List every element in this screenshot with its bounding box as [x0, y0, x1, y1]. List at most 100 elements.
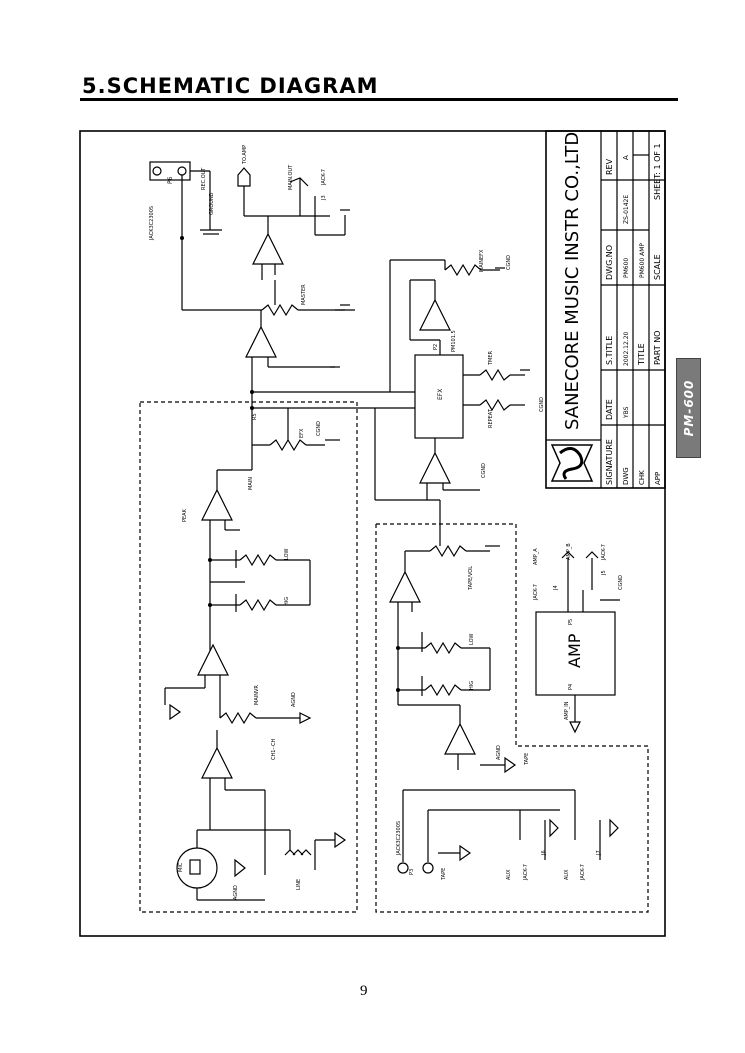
output-section: P6 JACK3C2300S REC.OUT GROUND TO.AMP MAI… — [149, 145, 445, 501]
svg-text:PM600: PM600 — [623, 258, 630, 278]
svg-text:J6: J6 — [541, 850, 547, 856]
model-tab: PM-600 — [676, 358, 701, 458]
svg-text:P3: P3 — [409, 869, 415, 875]
svg-text:GROUND: GROUND — [209, 192, 215, 215]
svg-text:EFX: EFX — [299, 428, 305, 438]
svg-text:DATE: DATE — [605, 399, 614, 420]
svg-text:YBS: YBS — [623, 406, 630, 419]
svg-text:MAINVR: MAINVR — [254, 685, 260, 705]
svg-text:ZS-0142E: ZS-0142E — [623, 195, 630, 224]
svg-text:PEAK: PEAK — [182, 508, 188, 522]
svg-text:JACK-7: JACK-7 — [533, 584, 539, 601]
svg-text:CGND: CGND — [618, 575, 624, 590]
svg-text:JACK-7: JACK-7 — [601, 544, 607, 561]
opamp-main — [245, 325, 277, 358]
svg-text:JACK3C2300S: JACK3C2300S — [149, 206, 155, 241]
svg-text:EFX: EFX — [437, 389, 444, 400]
svg-text:MIC: MIC — [178, 862, 184, 872]
svg-text:P4: P4 — [568, 684, 574, 690]
opamp-mid — [197, 643, 229, 676]
svg-text:S.TITLE: S.TITLE — [605, 336, 614, 365]
svg-text:CH1--CH: CH1--CH — [271, 738, 277, 760]
opamp-efx-top — [419, 298, 451, 331]
svg-text:A: A — [622, 155, 630, 160]
section-heading: 5.SCHEMATIC DIAGRAM — [82, 74, 379, 98]
svg-text:CGND: CGND — [481, 463, 487, 478]
title-block: SANECORE MUSIC INSTR CO.,LTD SIGNATURE D… — [545, 130, 666, 489]
svg-text:DWG: DWG — [622, 467, 630, 485]
svg-text:P2: P2 — [433, 344, 439, 350]
svg-text:JACK-7: JACK-7 — [523, 864, 529, 881]
svg-text:LOW: LOW — [284, 548, 290, 560]
svg-text:REC.OUT: REC.OUT — [201, 167, 207, 190]
svg-text:J7: J7 — [596, 850, 602, 856]
company-name: SANECORE MUSIC INSTR CO.,LTD — [562, 132, 583, 430]
opamp-efx-bottom — [419, 451, 451, 484]
svg-text:LOW: LOW — [469, 633, 475, 645]
mic-channel: PEAK MAIN LOW HIG MAINVR AGND CH1 — [164, 469, 347, 901]
svg-text:PART NO: PART NO — [653, 331, 662, 365]
svg-text:PM101.5: PM101.5 — [451, 330, 457, 352]
svg-text:TMER: TMER — [488, 350, 494, 366]
svg-text:CGND: CGND — [539, 397, 545, 412]
svg-text:P6: P6 — [167, 176, 174, 184]
svg-text:AGND: AGND — [233, 885, 239, 900]
svg-text:MASTER: MASTER — [301, 284, 307, 305]
opamp-tape — [389, 570, 421, 603]
svg-text:TO.AMP: TO.AMP — [242, 145, 248, 165]
efx-section: EFX P2 PM101.5 MAINEFX CGND TMER REPEAT … — [409, 249, 545, 500]
svg-text:CGND: CGND — [316, 421, 322, 436]
svg-text:JACK3C2300S: JACK3C2300S — [396, 821, 402, 856]
svg-text:AGND: AGND — [291, 692, 297, 707]
svg-text:TAPE: TAPE — [524, 753, 530, 766]
svg-text:TAPE/VOL: TAPE/VOL — [468, 566, 474, 591]
svg-text:SHEET: 1 OF 1: SHEET: 1 OF 1 — [653, 143, 662, 200]
svg-text:P5: P5 — [568, 619, 574, 625]
svg-text:AMP_B: AMP_B — [566, 543, 572, 560]
page-number: 9 — [360, 983, 368, 999]
svg-text:CHK: CHK — [638, 470, 646, 485]
svg-text:REPEAT: REPEAT — [488, 408, 494, 428]
opamp-tape-input — [444, 722, 476, 755]
mic-channel-box — [139, 401, 358, 913]
svg-text:AMP_A: AMP_A — [533, 548, 539, 565]
svg-text:AUX: AUX — [506, 869, 512, 880]
heading-rule — [80, 98, 678, 101]
svg-text:J4: J4 — [553, 585, 559, 591]
opamp-input — [201, 746, 233, 779]
svg-text:MAINEFX: MAINEFX — [479, 249, 485, 272]
svg-text:AMP: AMP — [565, 633, 584, 668]
svg-text:TAPE: TAPE — [441, 868, 447, 881]
efx-module — [414, 354, 464, 439]
svg-text:J5: J5 — [601, 570, 607, 576]
svg-text:MAIN: MAIN — [248, 477, 254, 490]
svg-text:SCALE: SCALE — [653, 254, 662, 280]
opamp-peak — [201, 488, 233, 521]
svg-text:AUX: AUX — [564, 869, 570, 880]
svg-text:CGND: CGND — [506, 255, 512, 270]
svg-text:JACK-7: JACK-7 — [580, 864, 586, 881]
svg-text:SIGNATURE: SIGNATURE — [605, 439, 614, 485]
svg-text:R5: R5 — [252, 413, 258, 420]
svg-text:APP: APP — [654, 472, 662, 485]
svg-text:AMP_IN: AMP_IN — [564, 701, 570, 720]
company-logo — [550, 444, 594, 482]
amp-module: AMP P5 P4 AMP_IN AMP_A AMP_B JACK-7 J4 J… — [533, 543, 624, 734]
svg-text:PM600 AMP: PM600 AMP — [639, 243, 646, 278]
tape-channel: TAPE/VOL LOW HIG AGND TAPE P3 JACK3C2 — [389, 500, 619, 881]
svg-text:HIG: HIG — [284, 597, 290, 606]
svg-text:HIG: HIG — [469, 681, 475, 690]
svg-text:2002.12.20: 2002.12.20 — [623, 331, 630, 366]
svg-text:REV: REV — [605, 158, 614, 175]
sheet-border — [79, 130, 666, 937]
svg-text:DWG.NO: DWG.NO — [605, 245, 614, 280]
svg-text:MAIN.OUT: MAIN.OUT — [288, 164, 294, 190]
opamp-output — [252, 232, 284, 265]
svg-text:LINE: LINE — [296, 879, 302, 890]
svg-text:J3: J3 — [321, 195, 327, 201]
svg-text:TITLE: TITLE — [637, 343, 646, 366]
svg-text:JACK-7: JACK-7 — [321, 169, 327, 186]
tape-channel-box — [375, 523, 649, 913]
svg-text:AGND: AGND — [496, 745, 502, 760]
